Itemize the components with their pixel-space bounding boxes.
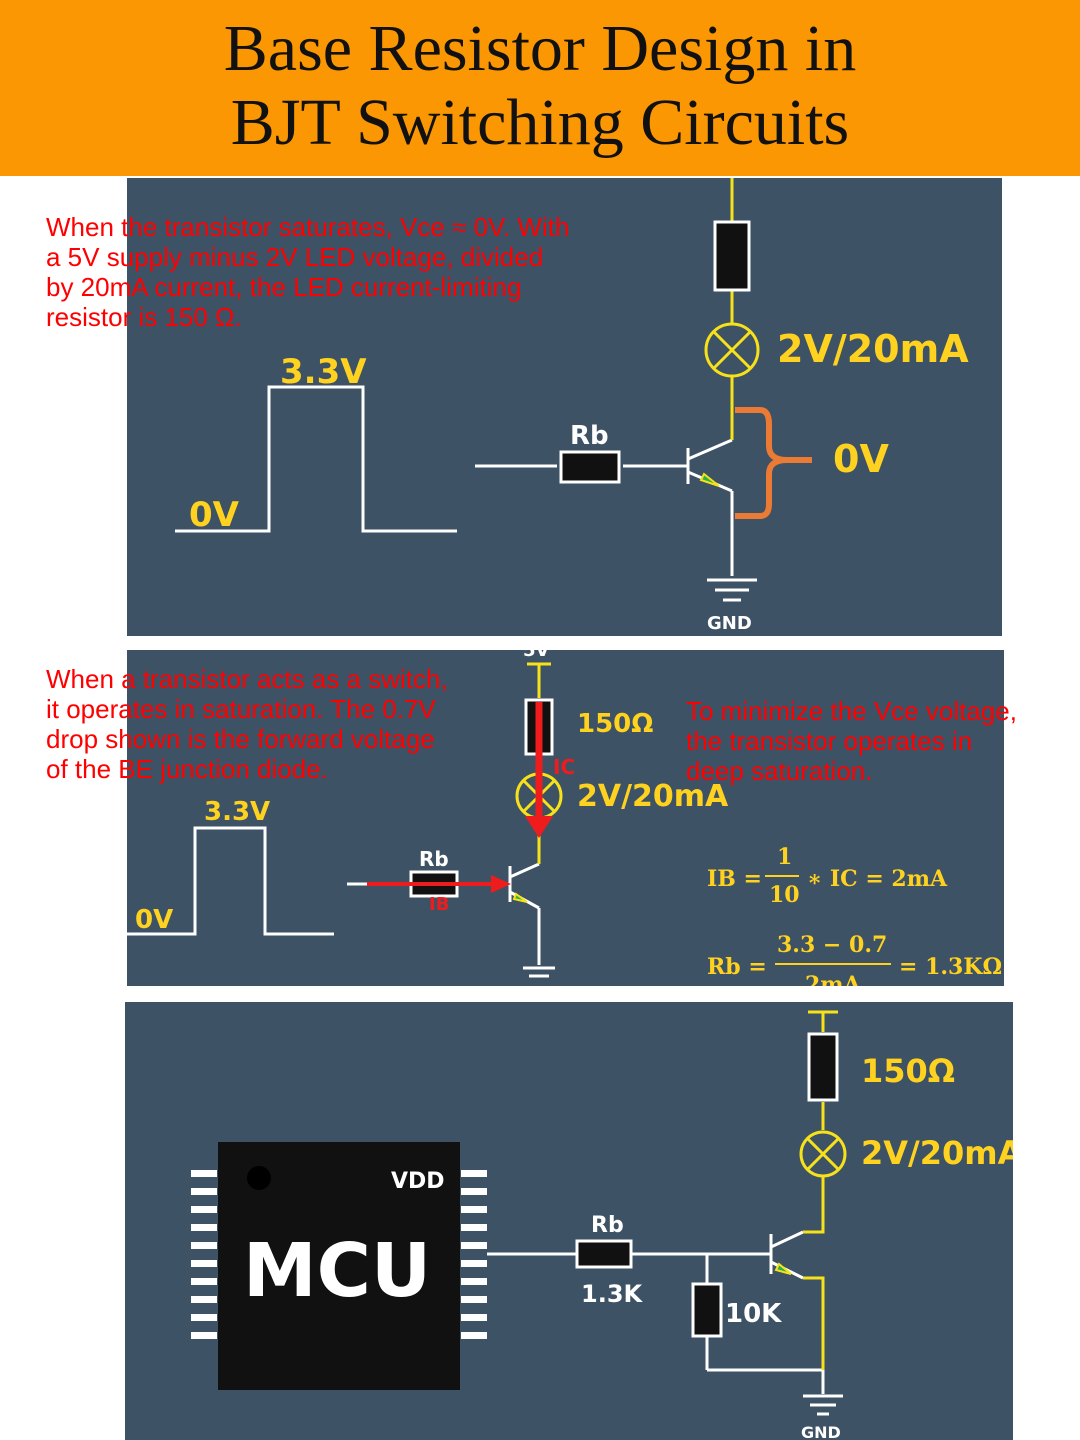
gnd-label: GND	[707, 613, 752, 634]
mcu-left-pins	[191, 1170, 217, 1339]
pin1-marker	[247, 1166, 271, 1190]
emitter-arrow	[774, 1262, 792, 1275]
rb-label: Rb	[419, 847, 449, 871]
led-rating-label: 2V/20mA	[577, 779, 729, 814]
mcu-right-pins	[461, 1170, 487, 1339]
pulldown-value-label: 10K	[725, 1299, 782, 1329]
led-rating-label: 2V/20mA	[777, 327, 969, 371]
pulse-low-label: 0V	[189, 495, 240, 535]
rb-label: Rb	[591, 1213, 624, 1238]
ib-label: IB	[429, 894, 449, 915]
pulse-high-label: 3.3V	[204, 797, 270, 827]
circuit-diagram-2: 5V 150Ω IC 2V/20mA 3.3V 0V Rb IB IB = 1 …	[127, 650, 1002, 986]
panel2-left-note: When a transistor acts as a switch,it op…	[46, 664, 448, 784]
eq2-denominator: 2mA	[805, 972, 862, 986]
saturation-led-resistor-panel: 3.3V 0V Rb 2V/20mA 0V GND	[127, 178, 1002, 636]
base-current-calculation-panel: 5V 150Ω IC 2V/20mA 3.3V 0V Rb IB IB = 1 …	[127, 650, 1004, 986]
vce-bracket	[735, 407, 812, 519]
rb-label: Rb	[570, 421, 609, 451]
gnd-label: GND	[801, 1423, 841, 1440]
page-title-line-1: Base Resistor Design in	[223, 12, 857, 85]
title-banner: Base Resistor Design in BJT Switching Ci…	[0, 0, 1080, 176]
vdd-label: VDD	[391, 1169, 445, 1194]
supply-voltage-label: 5V	[523, 650, 550, 661]
pulse-high-label: 3.3V	[280, 352, 367, 392]
eq1-rhs: ∗ IC = 2mA	[807, 866, 948, 892]
base-resistor-rb	[575, 1239, 633, 1269]
emitter-arrow	[512, 892, 528, 903]
circuit-diagram-3: VDD MCU	[191, 1010, 1013, 1440]
input-pulse-waveform	[127, 826, 334, 936]
eq1-lhs: IB =	[707, 866, 762, 892]
rb-value-label: 1.3K	[581, 1280, 644, 1308]
emitter-arrow	[699, 472, 720, 487]
collector-resistor-label: 150Ω	[577, 709, 653, 739]
base-resistor-rb	[559, 450, 621, 484]
led-current-resistor	[807, 1032, 839, 1102]
eq2-lhs: Rb =	[707, 954, 767, 980]
collector-resistor-label: 150Ω	[861, 1052, 955, 1090]
vce-value-label: 0V	[833, 437, 889, 481]
pulldown-resistor-10k	[691, 1282, 723, 1338]
ic-label: IC	[553, 755, 575, 779]
eq2-rhs: = 1.3KΩ	[899, 954, 1002, 980]
eq1-denominator: 10	[769, 882, 800, 908]
eq2-numerator: 3.3 − 0.7	[777, 932, 887, 958]
eq1-numerator: 1	[777, 844, 792, 870]
panel2-right-note: To minimize the Vce voltage,the transist…	[686, 696, 1017, 786]
page-title-line-2: BJT Switching Circuits	[230, 86, 850, 159]
led-rating-label: 2V/20mA	[861, 1134, 1013, 1172]
input-pulse-waveform	[175, 385, 457, 533]
circuit-diagram-1: 3.3V 0V Rb 2V/20mA 0V GND	[175, 178, 969, 634]
panel1-explanation-note: When the transistor saturates, Vce ≈ 0V.…	[46, 212, 570, 332]
led-current-resistor	[713, 220, 751, 292]
mcu-label: MCU	[243, 1228, 431, 1314]
pulse-low-label: 0V	[135, 905, 173, 935]
mcu-driver-circuit-panel: VDD MCU	[125, 1002, 1013, 1440]
